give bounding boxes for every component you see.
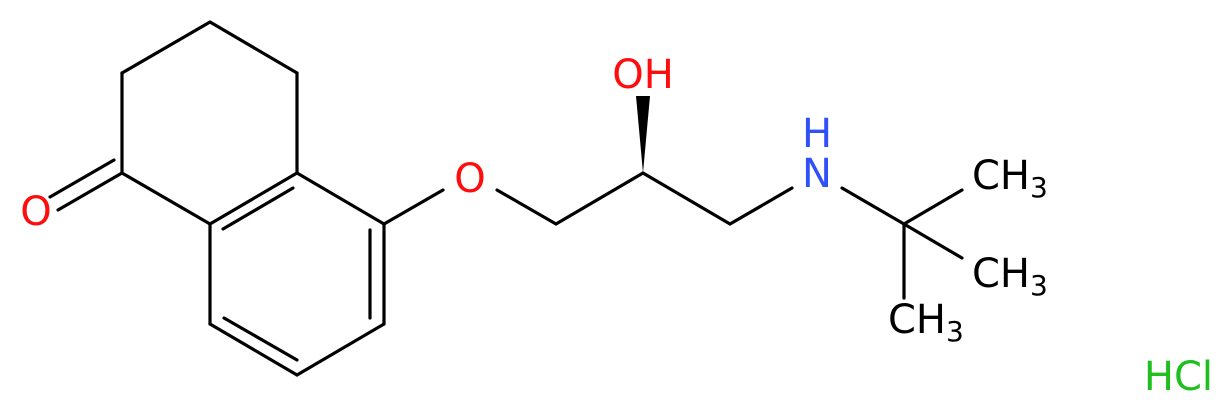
bonds [48, 20, 964, 377]
bond [222, 316, 299, 362]
bond [295, 322, 386, 377]
hydrochloride-label: HCl [1144, 354, 1213, 400]
ketone-oxygen-label: O [20, 189, 51, 235]
wedge-bond [636, 96, 650, 173]
amine-h-label: H [802, 111, 832, 157]
amine-n-label: N [802, 151, 832, 197]
bond [641, 171, 732, 226]
atom-labels: O O OH N H CH3 CH3 CH3 HCl [20, 52, 1213, 400]
bond [208, 322, 299, 377]
bond [728, 186, 794, 226]
bond [554, 171, 645, 226]
bond [295, 171, 386, 226]
bond [221, 186, 295, 231]
bond [208, 171, 299, 226]
methyl-label: CH3 [888, 297, 964, 348]
bond [208, 20, 299, 75]
bond [840, 186, 906, 226]
bond [56, 171, 124, 212]
bond [902, 222, 964, 260]
methyl-label: CH3 [972, 153, 1048, 204]
bond [48, 158, 116, 199]
methyl-label: CH3 [972, 251, 1048, 302]
hydroxyl-label: OH [612, 52, 674, 98]
bond [495, 188, 558, 226]
ether-oxygen-label: O [454, 156, 485, 202]
bond [382, 188, 445, 226]
bond [120, 171, 212, 226]
bond [902, 188, 964, 226]
bond [120, 20, 212, 75]
